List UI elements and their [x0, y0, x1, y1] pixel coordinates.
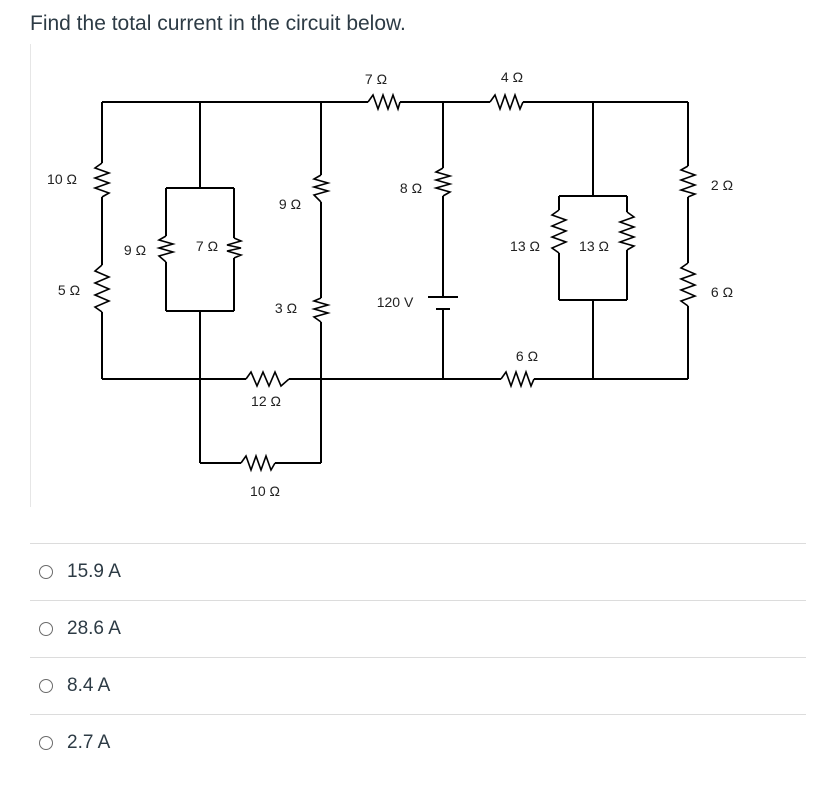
label-r-left-10: 10 Ω — [47, 171, 77, 187]
resistor-13b — [617, 211, 637, 251]
resistor-9 — [156, 235, 176, 263]
answer-option[interactable]: 2.7 A — [30, 714, 806, 771]
answer-option-label: 28.6 A — [67, 618, 121, 639]
label-r-13a: 13 Ω — [510, 238, 540, 254]
resistor-left-10 — [92, 162, 112, 198]
resistor-6-bottom — [500, 369, 535, 389]
label-r-13b: 13 Ω — [579, 238, 609, 254]
resistor-2 — [678, 165, 698, 198]
content-border — [30, 44, 31, 507]
label-r-mid-9: 9 Ω — [279, 196, 301, 212]
resistor-7 — [226, 237, 244, 259]
circuit-labels: 7 Ω 4 Ω 10 Ω 5 Ω 9 Ω 7 Ω 9 Ω 3 Ω 8 Ω 120… — [47, 69, 733, 499]
answer-option-label: 15.9 A — [67, 561, 121, 582]
wire-box-left — [165, 102, 235, 463]
label-r-7: 7 Ω — [196, 238, 218, 254]
label-r-10-bottom: 10 Ω — [250, 483, 280, 499]
answer-option[interactable]: 8.4 A — [30, 657, 806, 714]
label-r-mid-3: 3 Ω — [275, 300, 297, 316]
answer-option[interactable]: 28.6 A — [30, 600, 806, 657]
resistor-13a — [549, 209, 569, 254]
resistor-left-5 — [92, 264, 112, 313]
resistor-6-right — [678, 262, 698, 307]
resistor-top-4 — [489, 92, 524, 112]
radio-button[interactable] — [39, 565, 53, 579]
question-text: Find the total current in the circuit be… — [30, 12, 406, 35]
resistor-top-7 — [367, 92, 401, 112]
resistor-12 — [245, 369, 290, 389]
radio-button[interactable] — [39, 736, 53, 750]
answer-options: 15.9 A 28.6 A 8.4 A 2.7 A — [30, 543, 806, 771]
label-r-top-4: 4 Ω — [501, 69, 523, 85]
circuit-resistors — [92, 92, 698, 473]
label-r-9: 9 Ω — [124, 242, 146, 258]
resistor-10-bottom — [240, 453, 276, 473]
wire-box-right — [558, 102, 628, 379]
resistor-mid-3 — [311, 297, 331, 323]
circuit-wires — [101, 101, 689, 464]
resistor-mid-9 — [311, 174, 331, 203]
label-r-2: 2 Ω — [711, 177, 733, 193]
radio-button[interactable] — [39, 622, 53, 636]
label-r-6-right: 6 Ω — [711, 284, 733, 300]
label-battery: 120 V — [377, 294, 414, 310]
radio-button[interactable] — [39, 679, 53, 693]
label-r-top-7: 7 Ω — [365, 71, 387, 87]
label-r-12: 12 Ω — [251, 393, 281, 409]
answer-option-label: 8.4 A — [67, 675, 111, 696]
label-r-left-5: 5 Ω — [58, 282, 80, 298]
resistor-8 — [433, 167, 453, 197]
circuit-diagram: 7 Ω 4 Ω 10 Ω 5 Ω 9 Ω 7 Ω 9 Ω 3 Ω 8 Ω 120… — [47, 69, 733, 499]
label-r-8: 8 Ω — [400, 180, 422, 196]
answer-option-label: 2.7 A — [67, 732, 111, 753]
label-r-6-bottom: 6 Ω — [516, 348, 538, 364]
answer-option[interactable]: 15.9 A — [30, 543, 806, 600]
